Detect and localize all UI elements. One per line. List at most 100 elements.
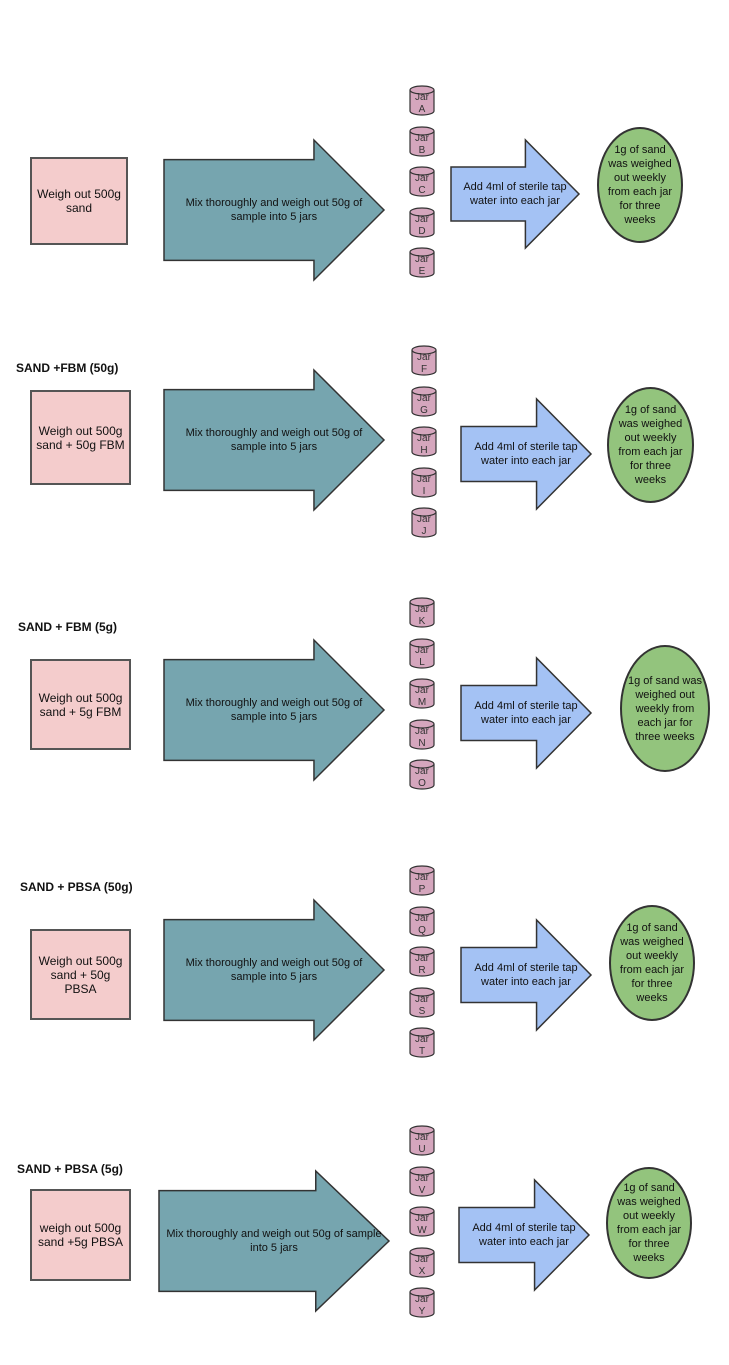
jar-letter: Q [418, 924, 426, 936]
jar-r [409, 946, 435, 977]
sample-box: Weigh out 500g sand + 50g PBSA [30, 929, 131, 1020]
water-arrow [460, 656, 593, 770]
mix-arrow [158, 1169, 391, 1313]
water-arrow [460, 918, 593, 1032]
jar-letter: V [418, 1184, 426, 1196]
jar-letter: I [422, 485, 426, 497]
jar-letter: D [418, 225, 426, 237]
water-arrow-label: Add 4ml of sterile tap water into each j… [463, 180, 567, 207]
jar-word: Jar [417, 392, 431, 404]
weigh-oval: 1g of sand was weighed out weekly from e… [620, 645, 710, 772]
jar-u [409, 1125, 435, 1156]
jar-c [409, 166, 435, 197]
jar-word: Jar [415, 1213, 429, 1224]
weigh-oval: 1g of sand was weighed out weekly from e… [607, 387, 694, 503]
jar-word: Jar [415, 644, 429, 656]
group-row: SAND + FBM (5g) Weigh out 500g sand + 5g … [0, 597, 729, 837]
jar-word: Jar [415, 1294, 429, 1305]
jar-l [409, 637, 435, 669]
jar-x [409, 1246, 435, 1278]
mix-arrow-label: Mix thoroughly and weigh out 50g of samp… [185, 196, 363, 223]
jar-d [409, 206, 435, 238]
jar-word: Jar [415, 254, 429, 265]
jar-word: Jar [415, 685, 429, 696]
water-arrow [460, 397, 593, 511]
group-row: SAND +FBM (50g) Weigh out 500g sand + 50g… [0, 345, 729, 585]
jar-letter: N [418, 737, 426, 749]
jar-letter: B [418, 144, 426, 156]
mix-arrow [163, 138, 386, 282]
jar-word: Jar [415, 993, 429, 1005]
jar-letter: S [418, 1005, 426, 1017]
jar-letter: K [418, 616, 426, 627]
group-title: SAND + PBSA (50g) [20, 880, 133, 894]
jar-letter: F [420, 364, 428, 375]
jar-f [411, 345, 437, 376]
sample-box: weigh out 500g sand +5g PBSA [30, 1189, 131, 1281]
jar-b [409, 125, 435, 157]
jar-letter: L [419, 656, 425, 668]
jar-letter: H [420, 445, 428, 456]
jar-word: Jar [417, 352, 431, 363]
jar-word: Jar [415, 725, 429, 737]
jar-letter: C [418, 185, 426, 196]
jar-letter: W [417, 1225, 427, 1236]
weigh-oval: 1g of sand was weighed out weekly from e… [609, 905, 695, 1021]
jar-q [409, 905, 435, 937]
group-row: SAND + PBSA (50g) Weigh out 500g sand + 5… [0, 865, 729, 1105]
jar-word: Jar [415, 953, 429, 964]
jar-o [409, 759, 435, 790]
water-arrow-label: Add 4ml of sterile tap water into each j… [474, 961, 578, 988]
water-arrow-label: Add 4ml of sterile tap water into each j… [474, 440, 578, 467]
water-arrow [458, 1178, 591, 1292]
jar-letter: G [420, 404, 428, 416]
mix-arrow [163, 638, 386, 782]
jar-word: Jar [415, 1034, 429, 1045]
jar-letter: U [418, 1144, 426, 1155]
jar-word: Jar [415, 766, 429, 777]
sample-box: Weigh out 500g sand + 50g FBM [30, 390, 131, 485]
jar-word: Jar [415, 1253, 429, 1265]
jar-k [409, 597, 435, 628]
mix-arrow-label: Mix thoroughly and weigh out 50g of samp… [166, 1227, 382, 1254]
group-title: SAND + PBSA (5g) [17, 1162, 123, 1176]
weigh-oval: 1g of sand was weighed out weekly from e… [597, 127, 683, 243]
jar-m [409, 678, 435, 709]
jar-p [409, 865, 435, 896]
jar-y [409, 1287, 435, 1318]
jar-n [409, 718, 435, 750]
group-title: SAND +FBM (50g) [16, 361, 119, 375]
jar-letter: R [418, 965, 426, 976]
sample-box: Weigh out 500g sand [30, 157, 128, 245]
jar-word: Jar [417, 433, 431, 444]
jar-word: Jar [415, 912, 429, 924]
water-arrow [450, 138, 581, 250]
group-title: SAND + FBM (5g) [18, 620, 117, 634]
jar-letter: P [418, 884, 426, 895]
jar-letter: A [418, 104, 426, 115]
jar-w [409, 1206, 435, 1237]
jar-s [409, 986, 435, 1018]
jar-word: Jar [415, 1132, 429, 1143]
jar-word: Jar [415, 213, 429, 225]
weigh-oval: 1g of sand was weighed out weekly from e… [606, 1167, 692, 1279]
jar-a [409, 85, 435, 116]
jar-j [411, 507, 437, 538]
jar-letter: O [418, 778, 426, 789]
jar-letter: J [421, 526, 427, 537]
jar-word: Jar [417, 514, 431, 525]
water-arrow-label: Add 4ml of sterile tap water into each j… [472, 1221, 576, 1248]
sample-box: Weigh out 500g sand + 5g FBM [30, 659, 131, 750]
jar-letter: T [418, 1046, 426, 1057]
jar-word: Jar [415, 173, 429, 184]
jar-e [409, 247, 435, 278]
jar-word: Jar [415, 872, 429, 883]
jar-letter: X [418, 1265, 426, 1277]
jar-word: Jar [415, 92, 429, 103]
jar-letter: E [418, 266, 426, 277]
jar-word: Jar [417, 473, 431, 485]
mix-arrow [163, 368, 386, 512]
mix-arrow-label: Mix thoroughly and weigh out 50g of samp… [185, 426, 363, 453]
